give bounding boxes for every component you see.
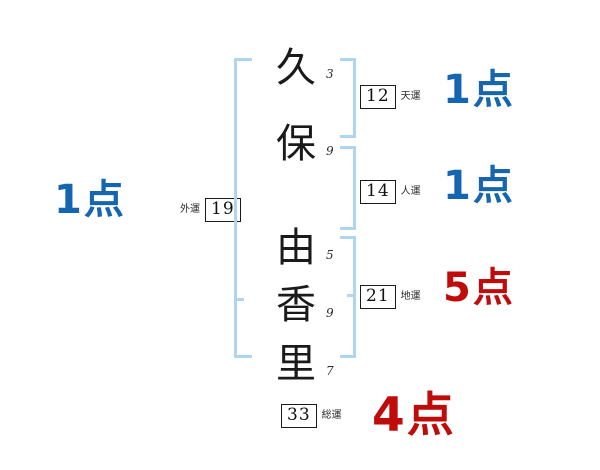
person-fortune-group: 14 人運: [360, 180, 421, 204]
heaven-fortune-bracket: [340, 58, 356, 138]
heaven-fortune-label: 天運: [400, 90, 421, 102]
outer-fortune-bracket: [234, 58, 252, 358]
person-fortune-bracket: [340, 146, 356, 230]
stroke-count-5: 7: [326, 364, 334, 378]
heaven-fortune-value: 12: [360, 85, 396, 109]
earth-fortune-value: 21: [360, 285, 396, 309]
earth-fortune-group: 21 地運: [360, 285, 421, 309]
person-fortune-label: 人運: [400, 185, 421, 197]
outer-fortune-label: 外運: [180, 203, 200, 215]
earth-fortune-score: 5点: [443, 265, 515, 311]
total-fortune-value: 33: [281, 404, 317, 428]
stroke-count-2: 9: [326, 144, 334, 158]
person-fortune-value: 14: [360, 180, 396, 204]
name-character-4: 香: [276, 282, 316, 328]
total-fortune-label: 総運: [321, 409, 342, 421]
outer-fortune-score: 1点: [54, 177, 126, 223]
heaven-fortune-score: 1点: [443, 67, 515, 113]
name-character-1: 久: [276, 45, 316, 91]
stroke-count-1: 3: [326, 67, 334, 81]
outer-fortune-value: 19: [205, 198, 241, 222]
name-character-3: 由: [276, 225, 316, 271]
name-character-5: 里: [276, 341, 316, 387]
earth-fortune-label: 地運: [400, 290, 421, 302]
earth-fortune-bracket: [340, 236, 356, 358]
total-fortune-group: 33 総運: [281, 404, 342, 428]
stroke-count-4: 9: [326, 306, 334, 320]
heaven-fortune-group: 12 天運: [360, 85, 421, 109]
total-fortune-score: 4点: [372, 388, 456, 443]
name-character-2: 保: [276, 121, 316, 167]
outer-fortune-group: 外運 19: [180, 198, 241, 222]
stroke-count-3: 5: [326, 248, 334, 262]
person-fortune-score: 1点: [443, 163, 515, 209]
